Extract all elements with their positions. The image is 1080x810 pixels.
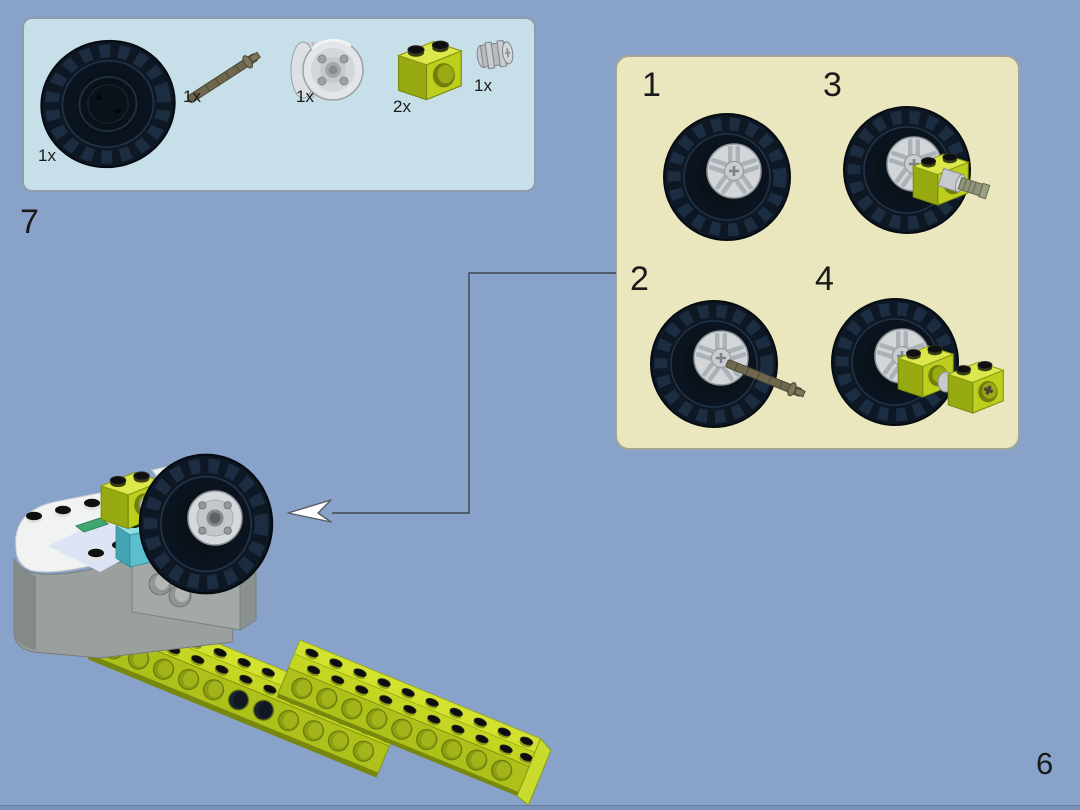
substep-1-label: 1 <box>642 66 661 104</box>
hub-button <box>74 517 110 533</box>
tire-qty-label: 1x <box>38 146 56 165</box>
substep-2-label: 2 <box>630 260 649 298</box>
axle-connector-qty-label: 1x <box>474 76 492 95</box>
assembly-panel <box>615 55 1020 450</box>
substep-4-label: 4 <box>815 260 834 298</box>
model-wheel <box>140 455 272 594</box>
page-number: 6 <box>1036 746 1054 781</box>
step-number: 7 <box>20 203 39 241</box>
substep-3-label: 3 <box>823 66 842 104</box>
callout-connector <box>287 272 616 523</box>
brick-qty-label: 2x <box>393 97 411 116</box>
parts-panel <box>22 17 536 192</box>
page-bottom-edge <box>0 805 1080 810</box>
wheel-hub-qty-label: 1x <box>296 87 314 106</box>
axle-qty-label: 1x <box>183 87 201 106</box>
arrow-icon <box>287 499 332 523</box>
model-under-construction <box>13 455 552 806</box>
